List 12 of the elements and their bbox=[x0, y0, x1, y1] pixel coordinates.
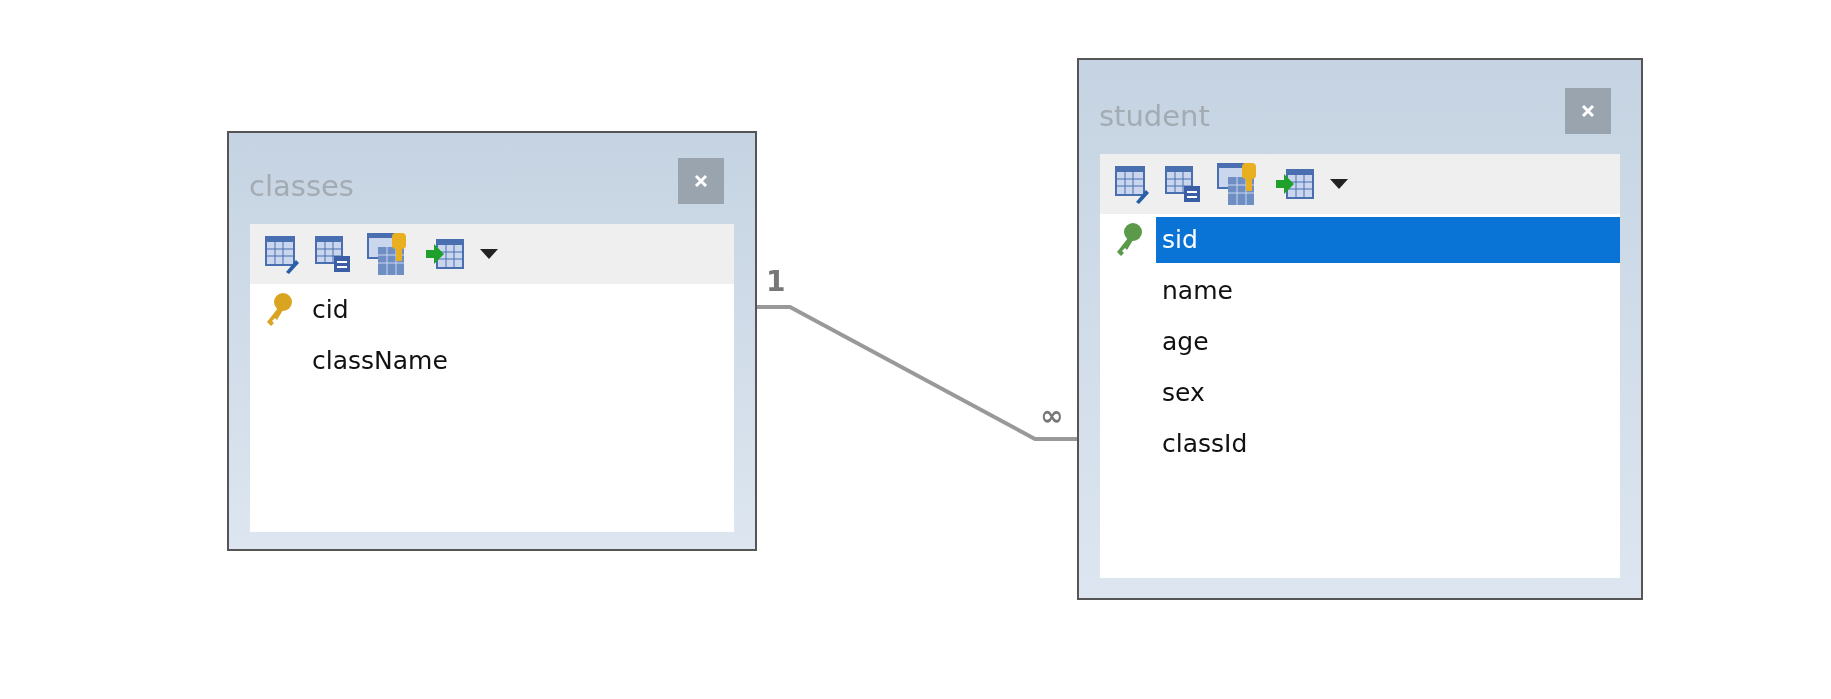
field-name: age bbox=[1161, 325, 1210, 358]
field-name: name bbox=[1161, 274, 1234, 307]
cardinality-label: ∞ bbox=[1040, 402, 1064, 430]
table-window bbox=[1077, 58, 1643, 600]
selected-field-name: sid bbox=[1156, 216, 1620, 263]
field-name: classId bbox=[1161, 427, 1249, 460]
cardinality-label: 1 bbox=[766, 268, 786, 296]
field-name: className bbox=[311, 344, 449, 377]
field-name: cid bbox=[311, 293, 350, 326]
table-window bbox=[227, 131, 757, 551]
relationship-line bbox=[757, 305, 1077, 441]
field-name: sex bbox=[1161, 376, 1206, 409]
